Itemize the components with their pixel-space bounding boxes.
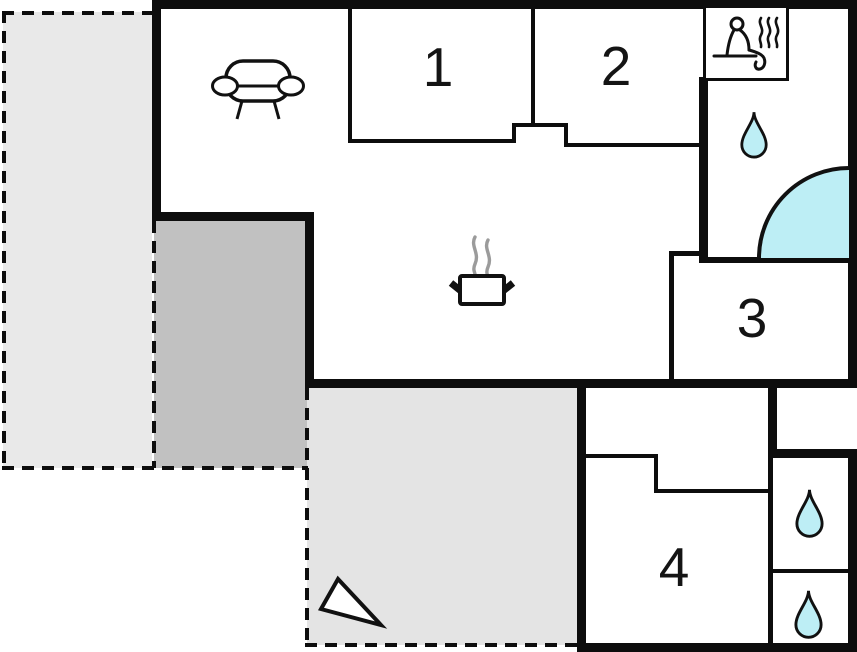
terrace-left <box>3 12 152 468</box>
wall-segment <box>669 251 674 383</box>
room-2-label: 2 <box>600 35 632 97</box>
wall-segment <box>768 449 857 458</box>
room-4-label: 4 <box>658 536 690 598</box>
wall-segment <box>531 9 535 127</box>
wall-segment <box>770 569 848 573</box>
terrace-middle <box>154 221 307 468</box>
wall-segment <box>577 383 586 648</box>
corner-shower-icon <box>757 166 849 258</box>
wall-segment <box>768 379 777 458</box>
wall-segment <box>699 77 708 263</box>
water-drop-icon <box>740 111 768 159</box>
wall-segment <box>699 257 849 263</box>
wall-segment <box>152 0 857 9</box>
room-1-label: 1 <box>422 36 454 98</box>
wall-segment <box>348 9 352 142</box>
sauna-icon <box>712 16 780 71</box>
water-drop-icon <box>795 489 824 538</box>
terrace-boundary <box>2 466 308 470</box>
wall-segment <box>564 123 568 147</box>
terrace-boundary <box>305 643 581 647</box>
wall-segment <box>512 124 516 143</box>
wall-segment <box>654 489 772 493</box>
terrace-boundary <box>2 11 152 15</box>
water-drop-icon <box>794 590 823 639</box>
wall-segment <box>582 454 657 458</box>
direction-arrow-icon <box>317 575 388 629</box>
wall-segment <box>152 212 313 221</box>
wall-segment <box>305 212 314 383</box>
terrace-boundary <box>2 11 6 470</box>
wall-segment <box>654 454 658 493</box>
terrace-boundary <box>305 388 309 646</box>
wall-segment <box>348 139 516 143</box>
wall-segment <box>768 458 773 648</box>
wall-segment <box>577 643 857 652</box>
wall-segment <box>848 0 857 388</box>
wall-segment <box>152 0 161 221</box>
wall-segment <box>848 449 857 652</box>
terrace-boundary <box>152 221 156 468</box>
wall-segment <box>564 143 704 147</box>
wall-segment <box>512 123 568 127</box>
sauna-cabin <box>703 5 789 81</box>
room-3-label: 3 <box>736 287 768 349</box>
cooking-pot-icon <box>448 235 516 306</box>
sofa-icon <box>211 59 305 120</box>
wall-segment <box>669 251 704 256</box>
